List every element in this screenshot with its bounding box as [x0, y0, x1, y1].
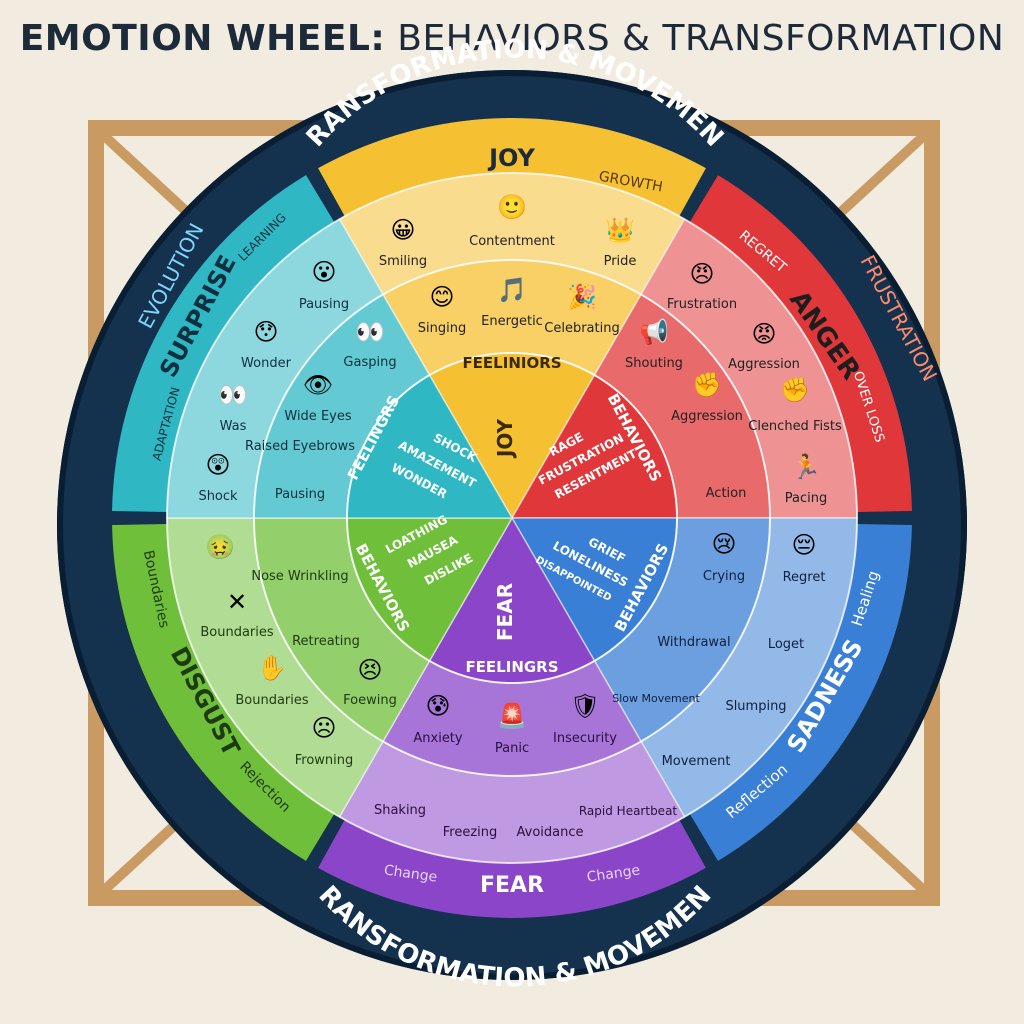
- middle-item-fear-1: Panic: [495, 741, 529, 756]
- outer-item-sadness-0: Regret: [783, 570, 826, 585]
- eyes-icon: 👁: [303, 371, 333, 399]
- pacing-icon: 🏃: [791, 453, 821, 481]
- arc-fear-label: FEAR: [480, 873, 544, 898]
- middle-item-anger-0: Shouting: [625, 356, 683, 371]
- content-face-icon: 🙂: [497, 193, 527, 221]
- frowning-face-icon: ☹: [311, 714, 336, 742]
- arc-band-disgust: [112, 524, 335, 861]
- middle-item-surprise-0: Pausing: [275, 487, 325, 502]
- sad-face-icon: 😔: [791, 531, 816, 559]
- outer-item-fear-0: Rapid Heartbeat: [579, 804, 678, 818]
- music-note-icon: 🎵: [497, 276, 527, 304]
- outer-item-joy-0: Smiling: [379, 254, 427, 269]
- angry-face-icon: 😠: [689, 260, 714, 288]
- middle-item-fear-2: Anxiety: [413, 731, 463, 746]
- outer-item-surprise-1: Was: [220, 419, 247, 434]
- middle-item-sadness-0: Crying: [703, 569, 745, 584]
- arc-band-anger: [689, 175, 912, 512]
- emotion-arc-band: [112, 117, 912, 918]
- middle-item-fear-0: Insecurity: [553, 731, 617, 746]
- outer-item-joy-2: Pride: [604, 254, 637, 269]
- title-bold: EMOTION WHEEL:: [19, 18, 386, 59]
- middle-item-surprise-2: Wide Eyes: [284, 409, 351, 424]
- middle-item-sadness-1: Withdrawal: [657, 635, 730, 650]
- core-joy: JOY: [493, 418, 517, 459]
- middle-item-joy-0: Singing: [418, 321, 466, 336]
- outer-item-sadness-2: Slumping: [725, 699, 786, 714]
- outer-item-anger-0: Frustration: [667, 297, 737, 312]
- middle-item-disgust-2: Nose Wrinkling: [251, 569, 348, 584]
- middle-item-anger-2: Action: [706, 486, 747, 501]
- decor-icons: 😀 🙂 👑 😊 🎵 🎉 😠 😡 ✊ 📢 ✊ 🏃 😔 😢 🚨 🛡 😰 😲 👀 😯 …: [205, 193, 821, 742]
- wonder-face-icon: 😯: [253, 318, 278, 346]
- crown-icon: 👑: [605, 216, 635, 244]
- middle-item-joy-2: Celebrating: [544, 321, 619, 336]
- shock-face-icon: 😲: [205, 451, 230, 479]
- arc-joy-label: JOY: [487, 144, 535, 172]
- middle-item-sadness-2: Slow Movement: [612, 692, 700, 705]
- alarm-icon: 🚨: [497, 702, 527, 730]
- smiling-face-icon: 😀: [390, 216, 415, 244]
- disgust-face-icon: 🤢: [205, 533, 235, 561]
- page-title: EMOTION WHEEL: BEHAVIORS & TRANSFORMATIO…: [0, 18, 1024, 59]
- frown-icon: 😣: [357, 656, 382, 684]
- middle-item-joy-1: Energetic: [481, 314, 543, 329]
- cross-icon: ✕: [227, 588, 247, 616]
- singing-face-icon: 😊: [429, 283, 454, 311]
- band-fear: FEELINGRS: [465, 658, 558, 676]
- raised-fist-icon: ✊: [692, 371, 722, 399]
- celebrate-icon: 🎉: [567, 283, 597, 311]
- outer-item-surprise-0: Shock: [198, 489, 238, 504]
- megaphone-icon: 📢: [639, 318, 669, 346]
- arc-fear-sub2: Change: [586, 862, 641, 885]
- outer-item-anger-2: Clenched Fists: [748, 419, 842, 434]
- gasping-eyes-icon: 👀: [355, 318, 385, 346]
- band-joy: FEELINIORS: [462, 354, 561, 372]
- outer-item-disgust-0: Frowning: [295, 753, 354, 768]
- outer-item-surprise-2: Wonder: [241, 356, 292, 371]
- outer-items: Smiling Contentment Pride Frustration Ag…: [198, 234, 842, 840]
- middle-item-anger-1: Aggression: [671, 409, 743, 424]
- crying-icon: 😢: [711, 530, 736, 558]
- ring-dividers: [166, 172, 858, 864]
- shield-icon: 🛡: [570, 692, 600, 720]
- outer-item-fear-3: Shaking: [374, 803, 426, 818]
- outer-item-disgust-1: Boundaries: [235, 693, 309, 708]
- outer-item-disgust-2: Boundaries: [200, 625, 274, 640]
- outer-item-anger-3: Pacing: [785, 491, 827, 506]
- outer-item-anger-1: Aggression: [728, 357, 800, 372]
- outer-item-sadness-1: Loget: [768, 637, 804, 652]
- middle-item-surprise-1: Raised Eyebrows: [245, 439, 355, 454]
- middle-item-disgust-0: Foewing: [343, 693, 397, 708]
- anxiety-icon: 😰: [425, 692, 450, 720]
- middle-item-surprise-3: Gasping: [343, 355, 396, 370]
- fist-icon: ✊: [780, 376, 810, 404]
- wheel-sectors: [166, 172, 858, 864]
- wide-eyes-icon: 👀: [218, 381, 248, 409]
- arc-fear-sub1: Change: [383, 862, 438, 885]
- outer-item-sadness-3: Movement: [662, 754, 731, 769]
- outer-item-fear-1: Avoidance: [517, 825, 584, 840]
- arc-band-fear: [318, 819, 706, 918]
- middle-items: Singing Energetic Celebrating Shouting A…: [245, 314, 746, 756]
- rage-face-icon: 😡: [751, 320, 776, 348]
- pausing-face-icon: 😮: [311, 258, 336, 286]
- title-light: BEHAVIORS & TRANSFORMATION: [385, 18, 1005, 59]
- arc-band-joy: [318, 117, 706, 217]
- core-fear: FEAR: [493, 583, 517, 641]
- arc-band-surprise: [112, 175, 335, 512]
- outer-item-fear-2: Freezing: [443, 825, 498, 840]
- middle-item-disgust-1: Retreating: [292, 634, 360, 649]
- arc-band-sadness: [689, 524, 912, 861]
- hand-stop-icon: ✋: [257, 654, 287, 682]
- outer-item-joy-1: Contentment: [469, 234, 555, 249]
- outer-item-surprise-3: Pausing: [299, 297, 349, 312]
